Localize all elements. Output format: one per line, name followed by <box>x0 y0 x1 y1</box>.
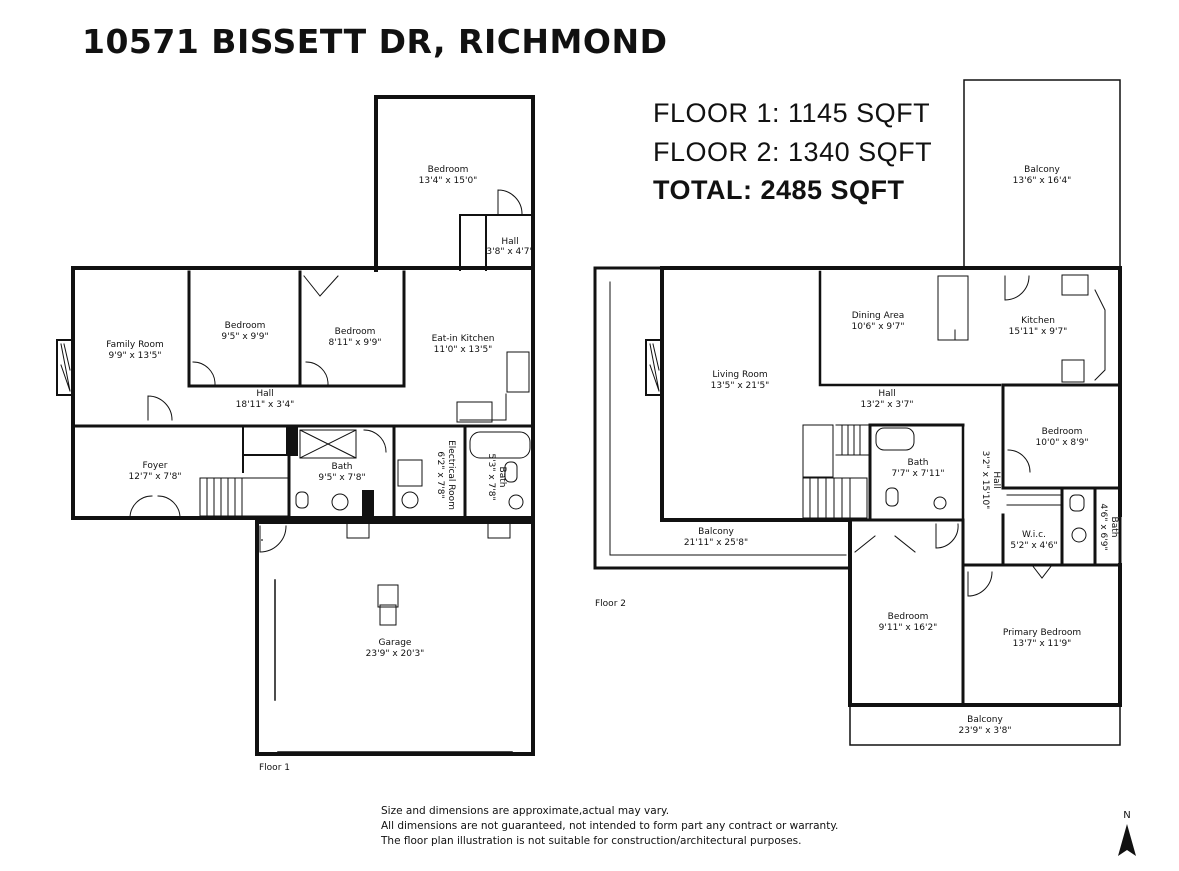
property-address: 10571 BISSETT DR, RICHMOND <box>82 22 668 61</box>
room-name: Bedroom <box>225 321 266 331</box>
compass: N <box>1118 810 1136 856</box>
room-name: Eat-in Kitchen <box>432 334 495 344</box>
room-dim: 21'11" x 25'8" <box>684 538 748 548</box>
north-arrow-icon <box>1118 824 1136 856</box>
room-dim: 11'0" x 13'5" <box>434 345 493 355</box>
room-name: Kitchen <box>1021 316 1055 326</box>
room-name: Family Room <box>106 340 163 350</box>
room-name: Balcony <box>698 527 734 537</box>
room-dim: 13'7" x 11'9" <box>1013 639 1072 649</box>
room-dim: 9'11" x 16'2" <box>879 623 938 633</box>
floor2-sqft: FLOOR 2: 1340 SQFT <box>653 137 933 167</box>
room-name: Dining Area <box>852 311 905 321</box>
room-name: Bath <box>1109 517 1119 538</box>
floor1-labels: Bedroom 13'4" x 15'0" Hall 3'8" x 4'7" F… <box>106 165 533 773</box>
floor1-fixtures <box>56 189 531 626</box>
room-dim: 3'8" x 4'7" <box>486 247 533 257</box>
room-dim: 13'4" x 15'0" <box>419 176 478 186</box>
room-name: Bath <box>332 462 353 472</box>
room-name: Primary Bedroom <box>1003 628 1081 638</box>
room-name: Balcony <box>1024 165 1060 175</box>
room-dim: 12'7" x 7'8" <box>129 472 182 482</box>
room-name: Bedroom <box>1042 427 1083 437</box>
room-name: Balcony <box>967 715 1003 725</box>
room-dim: 10'6" x 9'7" <box>852 322 905 332</box>
room-dim: 5'2" x 4'6" <box>1010 541 1057 551</box>
room-dim: 5'3" x 7'8" <box>486 453 496 500</box>
room-dim: 13'5" x 21'5" <box>711 381 770 391</box>
room-dim: 10'0" x 8'9" <box>1036 438 1089 448</box>
room-dim: 15'11" x 9'7" <box>1009 327 1068 337</box>
room-dim: 9'5" x 9'9" <box>221 332 268 342</box>
floor2-labels: Balcony 13'6" x 16'4" Dining Area 10'6" … <box>595 165 1119 736</box>
floor1-sqft: FLOOR 1: 1145 SQFT <box>653 98 931 128</box>
disclaimer-line: All dimensions are not guaranteed, not i… <box>381 820 839 832</box>
disclaimer-line: Size and dimensions are approximate,actu… <box>381 805 670 817</box>
room-name: Foyer <box>143 461 168 471</box>
room-name: W.i.c. <box>1022 530 1046 540</box>
room-name: Hall <box>256 389 273 399</box>
floor1-label: Floor 1 <box>259 763 290 773</box>
room-name: Garage <box>379 638 412 648</box>
total-sqft: TOTAL: 2485 SQFT <box>653 175 905 205</box>
room-dim: 9'9" x 13'5" <box>109 351 162 361</box>
room-dim: 7'7" x 7'11" <box>892 469 945 479</box>
floor2-fixtures <box>645 274 1106 597</box>
room-name: Electrical Room <box>446 440 456 510</box>
room-dim: 8'11" x 9'9" <box>329 338 382 348</box>
room-name: Bedroom <box>888 612 929 622</box>
room-name: Bedroom <box>428 165 469 175</box>
floor2-label: Floor 2 <box>595 599 626 609</box>
room-dim: 23'9" x 3'8" <box>959 726 1012 736</box>
room-dim: 18'11" x 3'4" <box>236 400 295 410</box>
room-name: Living Room <box>712 370 767 380</box>
room-name: Hall <box>991 471 1001 488</box>
compass-north-label: N <box>1123 810 1130 821</box>
room-name: Hall <box>878 389 895 399</box>
disclaimer-line: The floor plan illustration is not suita… <box>381 835 802 847</box>
room-dim: 13'2" x 3'7" <box>861 400 914 410</box>
floor1-walls <box>71 95 535 756</box>
room-name: Bedroom <box>335 327 376 337</box>
room-name: Bath <box>497 467 507 488</box>
room-dim: 3'2" x 15'10" <box>980 451 990 510</box>
room-name: Hall <box>501 237 518 247</box>
room-dim: 23'9" x 20'3" <box>366 649 425 659</box>
room-name: Bath <box>908 458 929 468</box>
room-dim: 9'5" x 7'8" <box>318 473 365 483</box>
room-dim: 6'2" x 7'8" <box>435 451 445 498</box>
room-dim: 13'6" x 16'4" <box>1013 176 1072 186</box>
room-dim: 4'6" x 6'9" <box>1098 503 1108 550</box>
